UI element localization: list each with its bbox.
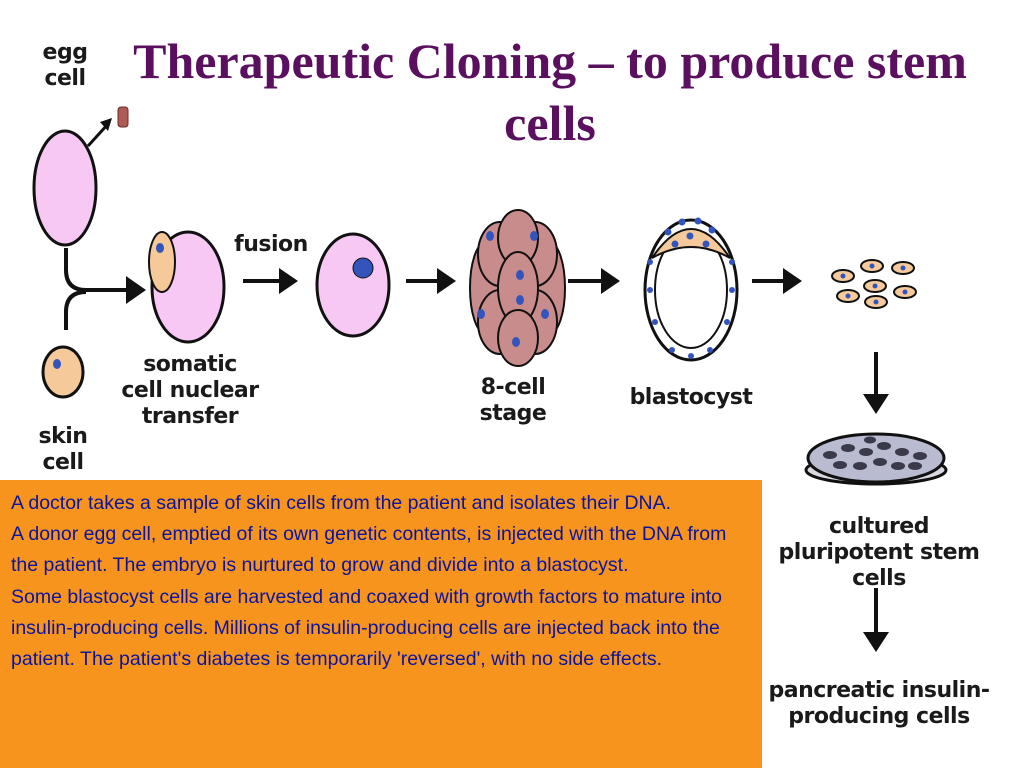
- harvested-cells-icon: [831, 259, 917, 309]
- skin-cell-label: skin cell: [38, 424, 88, 475]
- eight-cell-stage-icon: [469, 209, 566, 367]
- explanation-paragraph: A donor egg cell, emptied of its own gen…: [11, 523, 727, 577]
- egg-cell-label: egg cell: [42, 40, 88, 91]
- explanation-paragraph: Some blastocyst cells are harvested and …: [11, 585, 723, 671]
- arrow-icon: [752, 268, 802, 294]
- fusion-arrow-icon: [243, 268, 298, 294]
- blastocyst-icon: [643, 217, 739, 362]
- somatic-transfer-cell-icon: [148, 230, 226, 344]
- somatic-transfer-label: somatic cell nuclear transfer: [121, 352, 259, 429]
- explanation-paragraph: A doctor takes a sample of skin cells fr…: [11, 492, 672, 514]
- egg-cell-icon: [32, 129, 98, 247]
- pancreatic-cells-label: pancreatic insulin-producing cells: [768, 678, 990, 729]
- explanation-box: A doctor takes a sample of skin cells fr…: [0, 480, 762, 768]
- arrow-icon: [406, 268, 456, 294]
- petri-dish-icon: [804, 432, 948, 486]
- blastocyst-label: blastocyst: [629, 385, 753, 410]
- removed-nucleus-icon: [86, 106, 129, 148]
- down-arrow-icon: [863, 352, 889, 414]
- page-title: Therapeutic Cloning – to produce stem ce…: [133, 33, 967, 151]
- cultured-stem-cells-label: cultured pluripotent stem cells: [778, 514, 980, 591]
- down-arrow-icon: [863, 588, 889, 652]
- arrow-icon: [568, 268, 620, 294]
- merge-arrow-icon: [64, 248, 146, 330]
- eight-cell-stage-label: 8-cell stage: [479, 375, 547, 426]
- skin-cell-icon: [41, 345, 85, 399]
- fused-egg-icon: [315, 232, 391, 338]
- fusion-label: fusion: [234, 232, 308, 257]
